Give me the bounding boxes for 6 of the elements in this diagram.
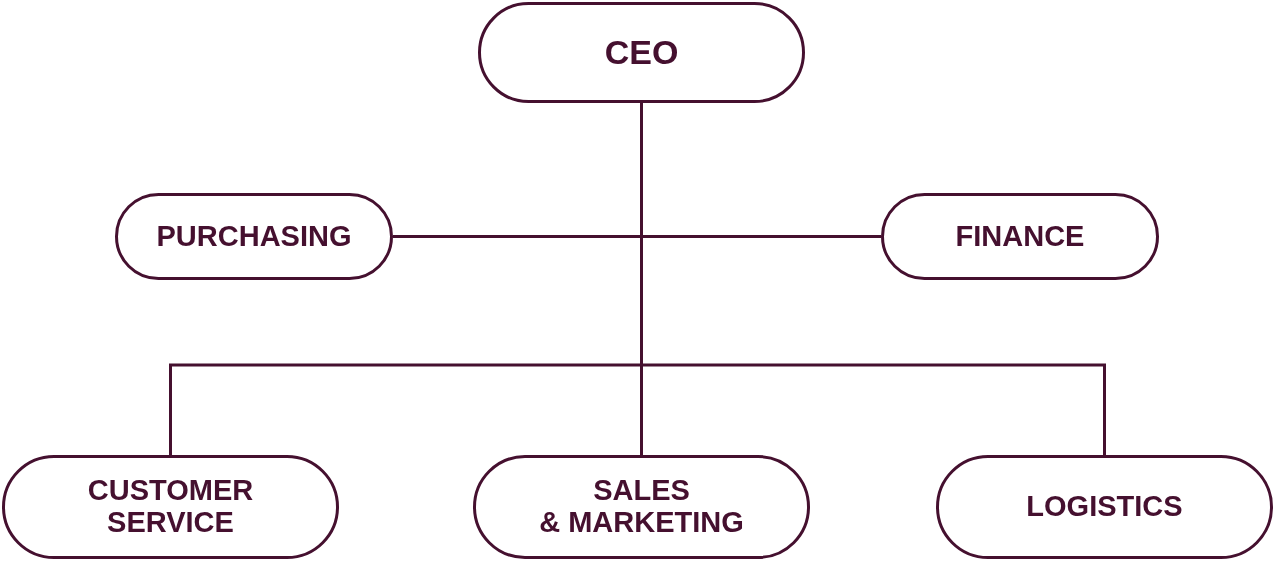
role-label: PURCHASING — [156, 220, 352, 253]
role-label: LOGISTICS — [1026, 491, 1183, 523]
role-label: FINANCE — [955, 220, 1085, 253]
role-label: CUSTOMER SERVICE — [86, 475, 255, 539]
role-label: SALES & MARKETING — [539, 475, 744, 539]
role-label: CEO — [604, 33, 679, 72]
